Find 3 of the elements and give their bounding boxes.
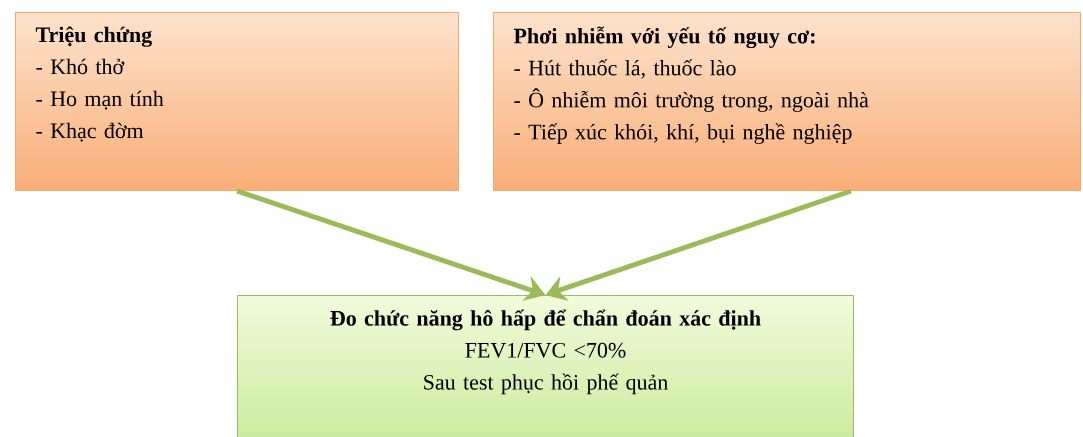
text-box: Phơi nhiễm với yếu tố nguy cơ: - Hút thuốc lá, thuốc lào - Ô nhiễm môi trường trong, ngoài nhà - Tiếp xúc khói, khí, bụi nghề nghiệp bbox=[493, 12, 1081, 191]
text-box: Đo chức năng hô hấp để chẩn đoán xác định FEV1/FVC <70% Sau test phục hồi phế quản bbox=[237, 295, 854, 437]
text-box: Triệu chứng - Khó thở - Ho mạn tính - Khạc đờm bbox=[15, 12, 459, 191]
